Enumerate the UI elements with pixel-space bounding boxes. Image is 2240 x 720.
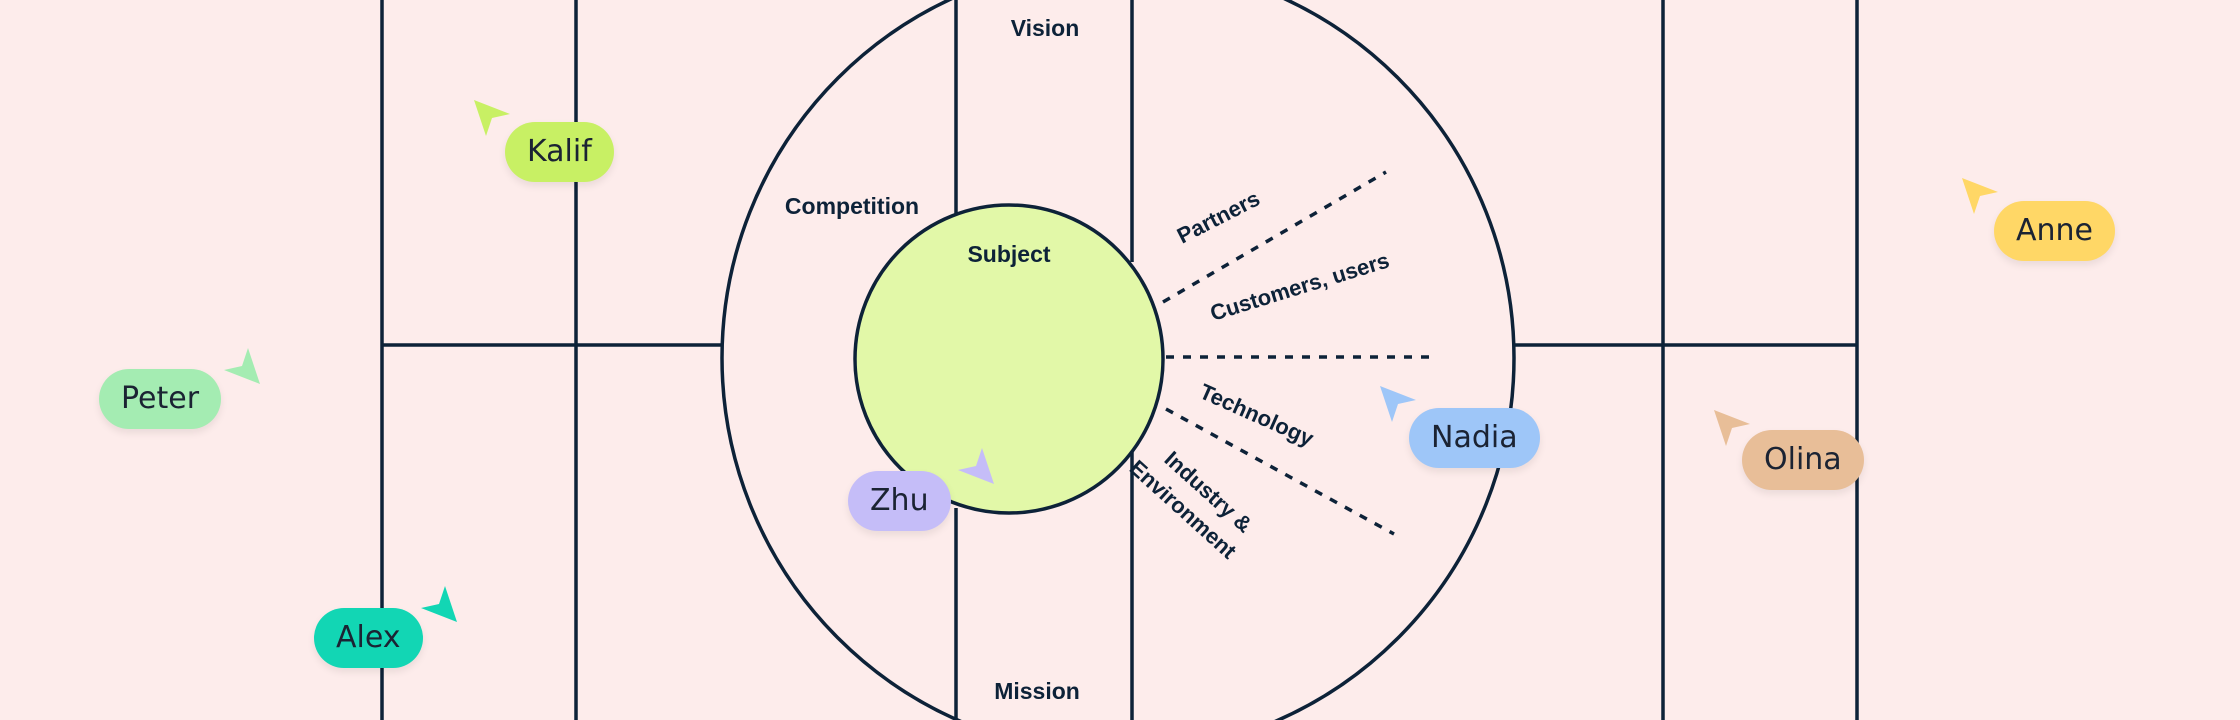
industry-environment-label: Industry & Environment xyxy=(1125,433,1262,564)
cursor-name-label: Kalif xyxy=(505,122,614,182)
pointer-arrow-shape xyxy=(1380,386,1416,422)
cursor-name-label: Anne xyxy=(1994,201,2116,261)
pointer-arrow-shape xyxy=(1962,178,1998,214)
pointer-arrow-icon xyxy=(474,100,510,136)
pointer-arrow-shape xyxy=(1714,410,1750,446)
pointer-arrow-icon xyxy=(421,586,457,622)
pointer-arrow-shape xyxy=(958,448,994,484)
pointer-arrow-shape xyxy=(224,348,260,384)
partners-label: Partners xyxy=(1173,186,1264,249)
pointer-arrow-icon xyxy=(1962,178,1998,214)
customers-users-label: Customers, users xyxy=(1207,248,1392,326)
pointer-arrow-icon xyxy=(1380,386,1416,422)
mission-label: Mission xyxy=(994,678,1080,704)
cursor-name-label: Peter xyxy=(99,369,222,429)
outer-circle[interactable] xyxy=(720,0,1516,720)
cursor-name-label: Zhu xyxy=(848,471,951,531)
pointer-arrow-icon xyxy=(958,448,994,484)
pointer-arrow-icon xyxy=(1714,410,1750,446)
cursor-name-label: Nadia xyxy=(1409,408,1540,468)
pointer-arrow-shape xyxy=(421,586,457,622)
vision-label: Vision xyxy=(1011,15,1080,41)
competition-label: Competition xyxy=(785,193,919,219)
cursor-name-label: Olina xyxy=(1742,430,1864,490)
subject-label: Subject xyxy=(967,241,1050,267)
subject-circle[interactable] xyxy=(853,203,1165,515)
pointer-arrow-shape xyxy=(474,100,510,136)
pointer-arrow-icon xyxy=(224,348,260,384)
technology-label: Technology xyxy=(1196,379,1318,452)
cursor-name-label: Alex xyxy=(314,608,423,668)
